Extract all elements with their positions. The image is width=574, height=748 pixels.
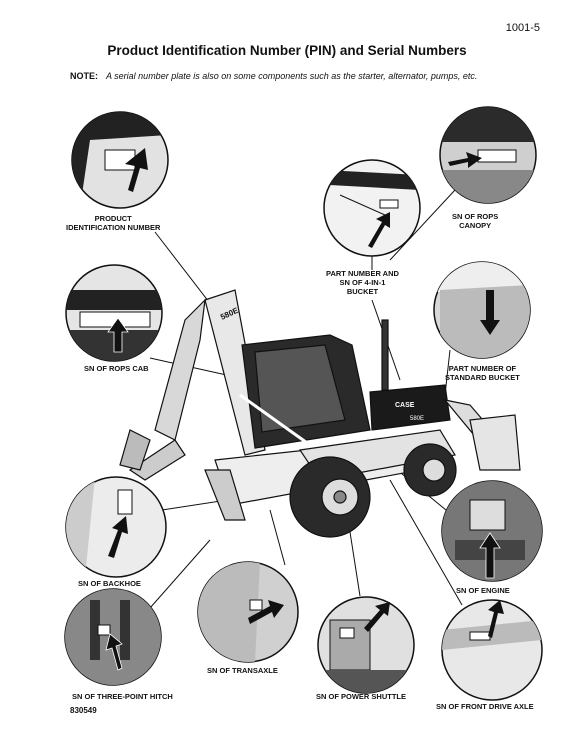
label-rops-canopy: SN OF ROPS CANOPY <box>452 212 498 230</box>
page-title: Product Identification Number (PIN) and … <box>107 43 467 58</box>
label-power-shuttle: SN OF POWER SHUTTLE <box>316 692 406 701</box>
label-pin: PRODUCT IDENTIFICATION NUMBER <box>66 214 160 232</box>
label-rops-cab: SN OF ROPS CAB <box>84 364 149 373</box>
label-line: BUCKET <box>346 287 379 296</box>
label-backhoe: SN OF BACKHOE <box>78 579 141 588</box>
figure-number: 830549 <box>70 706 97 715</box>
detail-rops-cab <box>65 264 163 362</box>
detail-standard-bucket <box>433 261 531 359</box>
label-line: SN OF ROPS <box>452 212 499 221</box>
label-transaxle: SN OF TRANSAXLE <box>207 666 278 675</box>
page-number: 1001-5 <box>505 22 540 34</box>
hood-model-marking: 580E <box>410 416 424 422</box>
detail-three-point-hitch <box>64 588 162 686</box>
label-line: CANOPY <box>459 221 492 230</box>
backhoe-loader-drawing: CASE 580E 580E <box>119 289 521 538</box>
label-three-point-hitch: SN OF THREE-POINT HITCH <box>72 692 173 701</box>
brand-marking: CASE <box>395 402 415 409</box>
note-label: NOTE: <box>70 71 98 81</box>
label-front-drive-axle: SN OF FRONT DRIVE AXLE <box>436 702 534 711</box>
label-line: IDENTIFICATION NUMBER <box>66 223 161 232</box>
label-line: PART NUMBER OF <box>448 364 517 373</box>
label-4in1-bucket: PART NUMBER AND SN OF 4-IN-1 BUCKET <box>326 269 399 296</box>
note-text: A serial number plate is also on some co… <box>106 71 478 81</box>
label-line: PRODUCT <box>94 214 132 223</box>
label-engine: SN OF ENGINE <box>456 586 510 595</box>
detail-power-shuttle <box>317 596 415 694</box>
detail-rops-canopy <box>439 106 537 204</box>
note: NOTE: A serial number plate is also on so… <box>70 71 477 81</box>
label-standard-bucket: PART NUMBER OF STANDARD BUCKET <box>445 364 520 382</box>
detail-backhoe <box>65 476 167 578</box>
detail-4in1-bucket <box>323 159 421 257</box>
detail-front-drive-axle <box>441 599 543 701</box>
detail-engine <box>441 480 543 582</box>
label-line: STANDARD BUCKET <box>445 373 520 382</box>
detail-pin <box>71 111 169 209</box>
detail-transaxle <box>197 561 299 663</box>
label-line: SN OF 4-IN-1 <box>339 278 386 287</box>
label-line: PART NUMBER AND <box>326 269 399 278</box>
